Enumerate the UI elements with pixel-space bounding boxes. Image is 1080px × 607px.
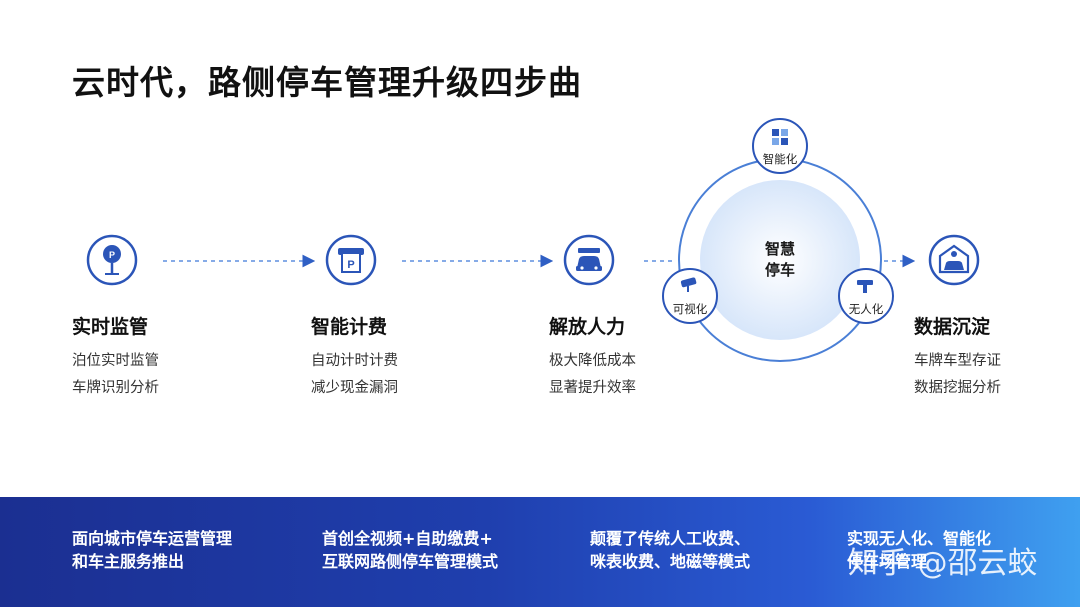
cycle-node-label-unmanned: 无人化 [848,302,884,316]
step-line: 车牌车型存证 [914,353,1001,369]
step-line: 显著提升效率 [549,380,636,396]
cycle-node-label-intelligent: 智能化 [762,152,798,166]
banner-item: 颠覆了传统人工收费、 咪表收费、地磁等模式 [590,529,751,571]
cycle-node-label-visual: 可视化 [672,302,708,316]
svg-text:P: P [347,259,354,271]
page-title: 云时代，路侧停车管理升级四步曲 [72,63,582,102]
step-line: 极大降低成本 [549,353,636,369]
parking-ticket-icon: P [325,234,377,286]
smart-parking-cycle [678,158,882,362]
banner-item: 实现无人化、智能化 停车场管理 [847,529,992,571]
car-icon [563,234,615,286]
step-title-data: 数据沉淀 [914,316,991,338]
step-line: 车牌识别分析 [72,380,159,396]
garage-car-icon [928,234,980,286]
banner-item: 首创全视频+自助缴费+ 互联网路侧停车管理模式 [322,529,499,571]
parking-pin-icon: P [86,234,138,286]
parking-grid-icon [772,129,788,145]
step-title-billing: 智能计费 [311,316,388,338]
cycle-center-label: 智慧 停车 [764,240,795,279]
step-title-monitor: 实时监管 [72,316,149,338]
camera-icon [680,277,697,292]
gate-icon [857,280,873,293]
cycle-node-visual [662,268,718,324]
cycle-node-intelligent [752,118,808,174]
step-line: 泊位实时监管 [72,353,159,369]
cycle-node-unmanned [838,268,894,324]
step-line: 自动计时计费 [311,353,398,369]
watermark: 知乎 @邵云蛟 [848,546,1038,581]
step-title-labor: 解放人力 [549,316,626,338]
step-line: 减少现金漏洞 [311,380,398,396]
svg-text:P: P [109,250,115,260]
banner-item: 面向城市停车运营管理 和车主服务推出 [72,529,233,571]
step-line: 数据挖掘分析 [914,380,1001,396]
feature-banner: 面向城市停车运营管理 和车主服务推出 首创全视频+自助缴费+ 互联网路侧停车管理… [0,497,1080,607]
